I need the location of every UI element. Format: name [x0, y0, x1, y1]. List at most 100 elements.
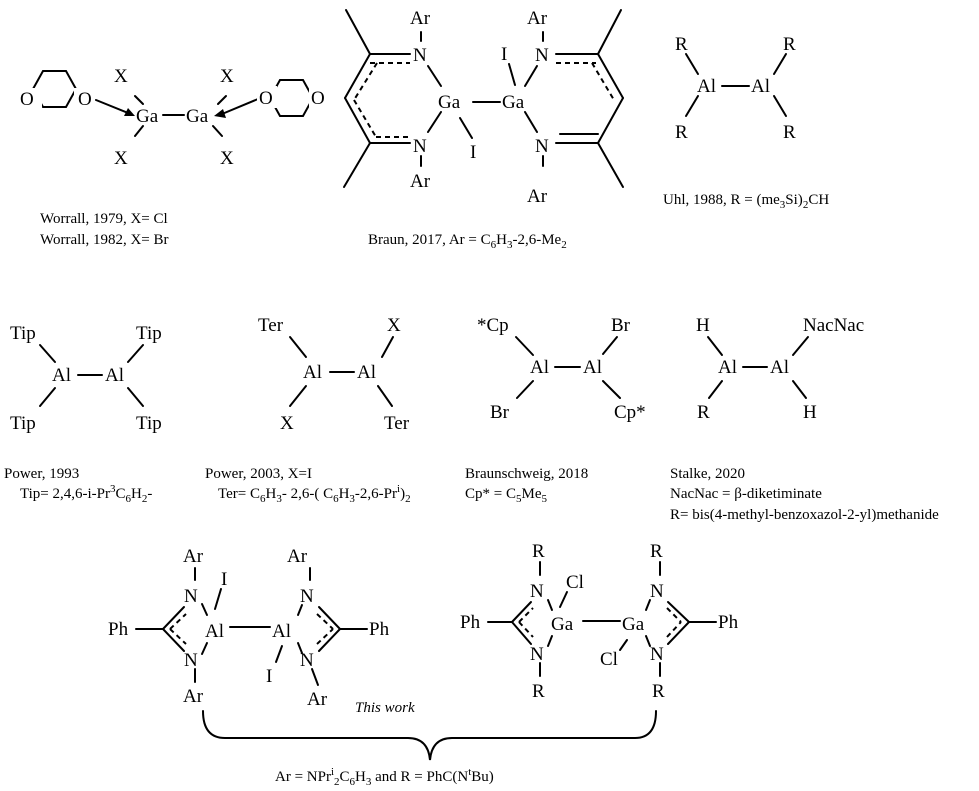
- caption-stalke: Stalke, 2020: [670, 466, 745, 482]
- braunschweig-structure: *Cp Br Br Cp* Al Al: [477, 315, 646, 423]
- atom-r: R: [650, 541, 663, 562]
- atom-n: N: [413, 136, 427, 157]
- atom-ar: Ar: [183, 546, 204, 567]
- atom-ar: Ar: [183, 686, 204, 707]
- atom-ph: Ph: [460, 612, 481, 633]
- atom-n: N: [184, 586, 198, 607]
- atom-o: O: [78, 89, 92, 110]
- atom-ar: Ar: [287, 546, 308, 567]
- atom-nacnac: NacNac: [803, 315, 864, 336]
- braun-structure: N N Ar Ar Ga I Ga I N N Ar Ar: [343, 8, 624, 207]
- atom-ter: Ter: [384, 413, 410, 434]
- atom-r: R: [675, 34, 688, 55]
- atom-x: X: [220, 66, 234, 87]
- this-work-label: This work: [355, 700, 415, 716]
- atom-o: O: [20, 89, 34, 110]
- atom-n: N: [535, 136, 549, 157]
- uhl-structure: R R R R Al Al: [675, 34, 796, 143]
- atom-n: N: [413, 45, 427, 66]
- atom-ph: Ph: [718, 612, 739, 633]
- atom-n: N: [530, 581, 544, 602]
- atom-al: Al: [357, 362, 376, 383]
- atom-i: I: [470, 142, 476, 163]
- atom-n: N: [650, 581, 664, 602]
- atom-al: Al: [530, 357, 549, 378]
- atom-al: Al: [105, 365, 124, 386]
- atom-ga: Ga: [136, 106, 159, 127]
- caption-power-2003-ter: Ter= C6H3- 2,6-( C6H3-2,6-Pri)2: [218, 483, 411, 505]
- atom-n: N: [530, 644, 544, 665]
- atom-cp-star: *Cp: [477, 315, 509, 336]
- this-work-ga-structure: R N Cl Ph Ga N R Ga Cl R N N Ph R: [460, 541, 739, 702]
- atom-tip: Tip: [136, 413, 162, 434]
- atom-al: Al: [272, 621, 291, 642]
- caption-braunschweig-cp: Cp* = C5Me5: [465, 486, 547, 505]
- atom-r: R: [697, 402, 710, 423]
- caption-footer: Ar = NPri2C6H3 and R = PhC(NtBu): [275, 766, 494, 788]
- atom-n: N: [184, 650, 198, 671]
- caption-uhl: Uhl, 1988, R = (me3Si)2CH: [663, 192, 829, 211]
- atom-x: X: [387, 315, 401, 336]
- atom-ga: Ga: [502, 92, 525, 113]
- atom-i: I: [501, 44, 507, 65]
- atom-r: R: [532, 681, 545, 702]
- caption-braun: Braun, 2017, Ar = C6H3-2,6-Me2: [368, 232, 567, 251]
- atom-i: I: [221, 569, 227, 590]
- atom-br: Br: [490, 402, 510, 423]
- worrall-structure: O O Ga X X Ga X X O O: [20, 66, 329, 169]
- atom-ar: Ar: [307, 689, 328, 710]
- atom-x: X: [114, 66, 128, 87]
- atom-ph: Ph: [108, 619, 129, 640]
- atom-n: N: [300, 650, 314, 671]
- stalke-structure: H NacNac R H Al Al: [696, 315, 864, 423]
- atom-ar: Ar: [410, 8, 431, 29]
- atom-tip: Tip: [10, 413, 36, 434]
- atom-al: Al: [303, 362, 322, 383]
- power-2003-structure: Ter X X Ter Al Al: [258, 315, 410, 434]
- atom-r: R: [532, 541, 545, 562]
- caption-power-2003: Power, 2003, X=I: [205, 466, 312, 482]
- grouping-brace: [202, 710, 657, 761]
- caption-stalke-nacnac: NacNac = β-diketiminate: [670, 486, 822, 502]
- atom-x: X: [220, 148, 234, 169]
- caption-power-1993: Power, 1993: [4, 466, 79, 482]
- atom-al: Al: [583, 357, 602, 378]
- atom-x: X: [114, 148, 128, 169]
- atom-br: Br: [611, 315, 631, 336]
- atom-tip: Tip: [10, 323, 36, 344]
- caption-worrall-1979: Worrall, 1979, X= Cl: [40, 211, 168, 227]
- atom-ar: Ar: [527, 186, 548, 207]
- atom-ter: Ter: [258, 315, 284, 336]
- atom-o: O: [311, 88, 325, 109]
- atom-o: O: [259, 88, 273, 109]
- caption-power-1993-tip: Tip= 2,4,6-i-Pr3C6H2-: [20, 483, 152, 505]
- atom-al: Al: [770, 357, 789, 378]
- atom-ph: Ph: [369, 619, 390, 640]
- atom-al: Al: [718, 357, 737, 378]
- atom-h: H: [803, 402, 817, 423]
- atom-ar: Ar: [527, 8, 548, 29]
- atom-al: Al: [751, 76, 770, 97]
- atom-cp-star: Cp*: [614, 402, 646, 423]
- atom-al: Al: [205, 621, 224, 642]
- atom-h: H: [696, 315, 710, 336]
- atom-n: N: [300, 586, 314, 607]
- atom-r: R: [675, 122, 688, 143]
- atom-cl: Cl: [566, 572, 584, 593]
- atom-ga: Ga: [622, 614, 645, 635]
- atom-al: Al: [52, 365, 71, 386]
- atom-ga: Ga: [438, 92, 461, 113]
- atom-n: N: [535, 45, 549, 66]
- power-1993-structure: Tip Tip Tip Tip Al Al: [10, 323, 162, 434]
- atom-ga: Ga: [551, 614, 574, 635]
- this-work-al-structure: Ar N I Ph Al N Ar Al I Ar N N Ph Ar: [108, 546, 390, 710]
- atom-al: Al: [697, 76, 716, 97]
- atom-cl: Cl: [600, 649, 618, 670]
- atom-x: X: [280, 413, 294, 434]
- atom-ga: Ga: [186, 106, 209, 127]
- atom-r: R: [783, 122, 796, 143]
- caption-worrall-1982: Worrall, 1982, X= Br: [40, 232, 168, 248]
- atom-tip: Tip: [136, 323, 162, 344]
- atom-r: R: [652, 681, 665, 702]
